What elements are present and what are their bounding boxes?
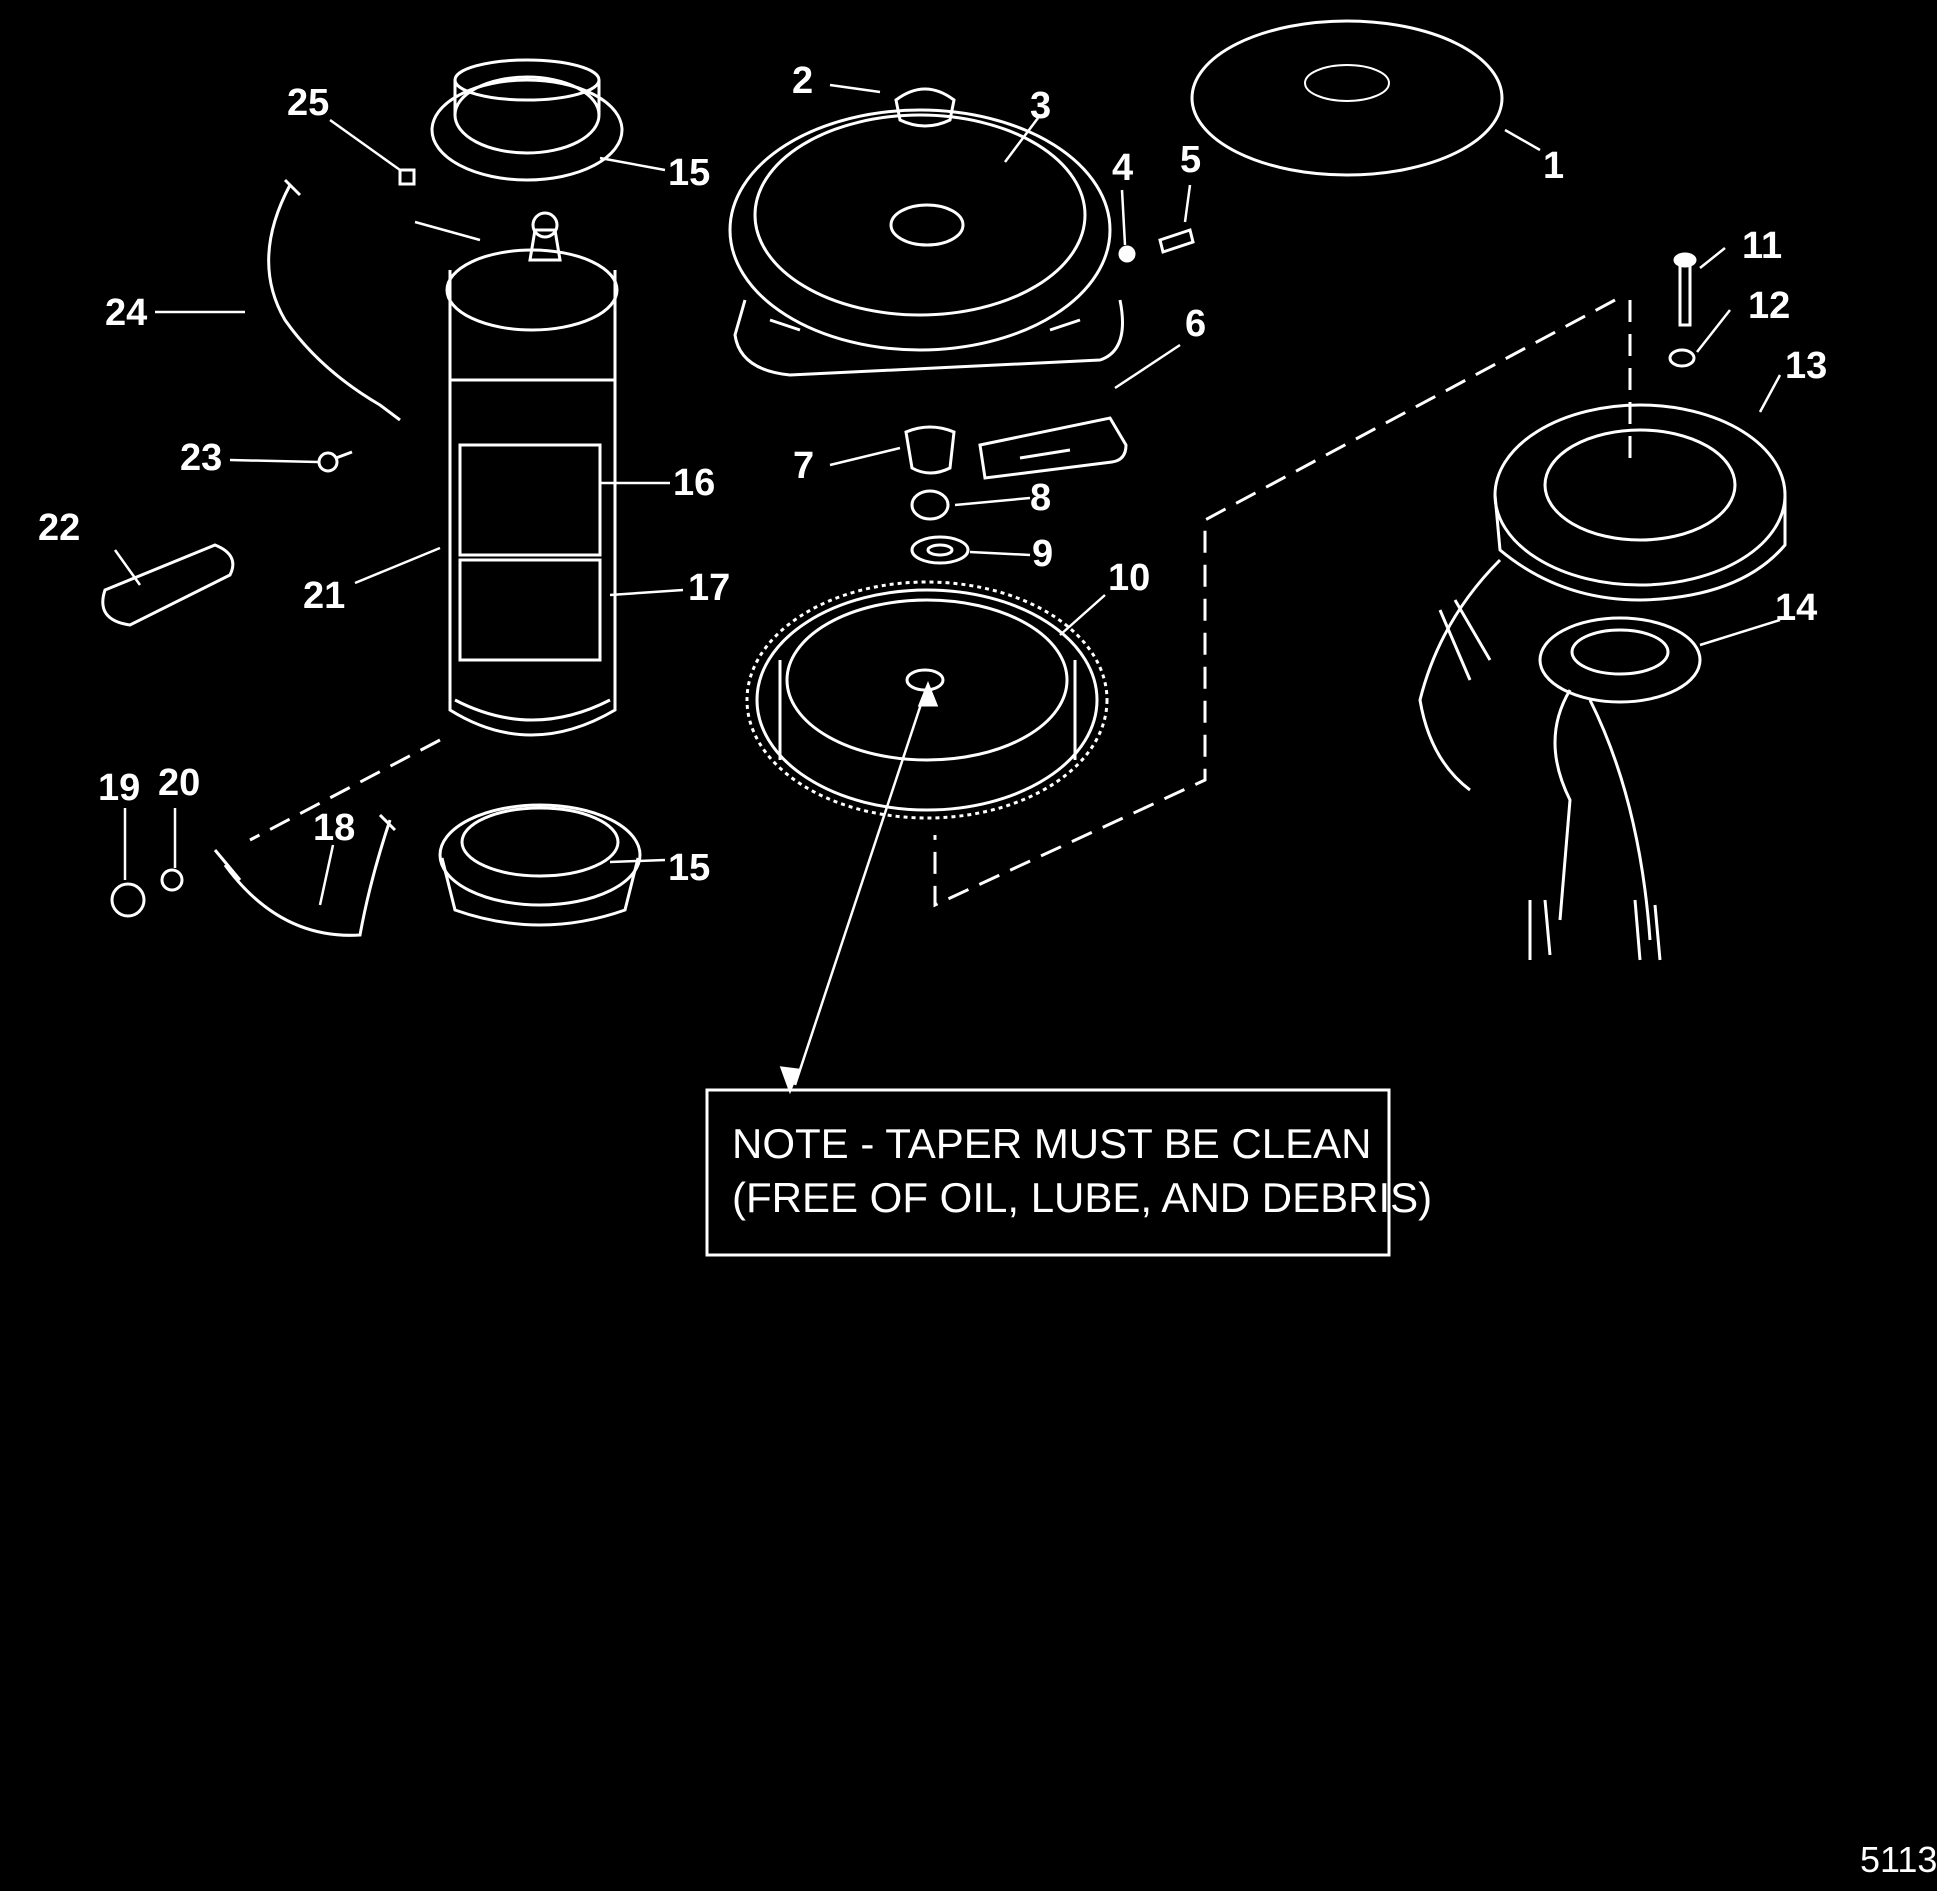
callout-10: 10 [1108,557,1150,599]
callout-4: 4 [1112,147,1133,189]
part-23-screw [317,450,353,473]
part-25-nut [398,168,416,186]
note-line-2: (FREE OF OIL, LUBE, AND DEBRIS) [732,1174,1432,1221]
part-4-nut [1118,245,1136,263]
callout-25: 25 [287,82,329,124]
part-7-bushing [904,425,956,475]
part-2-cap [894,87,956,128]
callout-9: 9 [1032,533,1053,575]
figure-number: 5113 [1860,1839,1937,1880]
part-14-trigger [1528,616,1702,961]
part-20-washer [160,868,184,892]
callout-19: 19 [98,767,140,809]
callout-1: 1 [1543,145,1564,187]
callout-8: 8 [1030,477,1051,519]
callout-11: 11 [1742,225,1782,267]
callout-15-top: 15 [668,152,710,194]
part-6-strap [978,416,1128,480]
assembly-dashed-line [249,298,1632,908]
callout-21: 21 [303,575,345,617]
part-9-washer [910,535,970,565]
part-12-washer [1668,348,1696,368]
callout-18: 18 [313,807,355,849]
part-1-cover-disc [1190,19,1504,177]
callout-20: 20 [158,762,200,804]
callout-17: 17 [688,567,730,609]
part-15-bottom-collar [438,803,642,927]
note-line-1: NOTE - TAPER MUST BE CLEAN [732,1120,1371,1167]
callout-3: 3 [1030,85,1051,127]
part-15-top-collar [430,58,624,182]
part-18-cable [213,813,397,937]
callout-23: 23 [180,437,222,479]
callout-24: 24 [105,292,147,334]
callout-leaders [113,83,1782,1095]
part-3-flywheel-cover [728,108,1124,377]
callout-22: 22 [38,507,80,549]
callout-7: 7 [793,445,814,487]
part-10-flywheel [745,580,1109,820]
callout-5: 5 [1180,139,1201,181]
part-22-boot [101,543,235,627]
part-16-17-21-starter-motor [445,211,619,737]
part-8-nut [910,489,950,521]
callout-14: 14 [1775,587,1817,629]
callout-12: 12 [1748,285,1790,327]
part-11-bolt [1673,252,1697,327]
callout-16: 16 [673,462,715,504]
callout-2: 2 [792,60,813,102]
part-19-nut [110,882,146,918]
part-24-cable [267,178,401,422]
callout-6: 6 [1185,303,1206,345]
callout-15-bottom: 15 [668,847,710,889]
callout-labels: 1 2 3 4 5 6 7 8 9 10 11 12 13 14 15 15 1… [38,60,1827,889]
part-5-screw [1158,228,1195,254]
callout-13: 13 [1785,345,1827,387]
part-13-stator [1418,403,1787,792]
note-box: NOTE - TAPER MUST BE CLEAN (FREE OF OIL,… [705,1088,1432,1257]
